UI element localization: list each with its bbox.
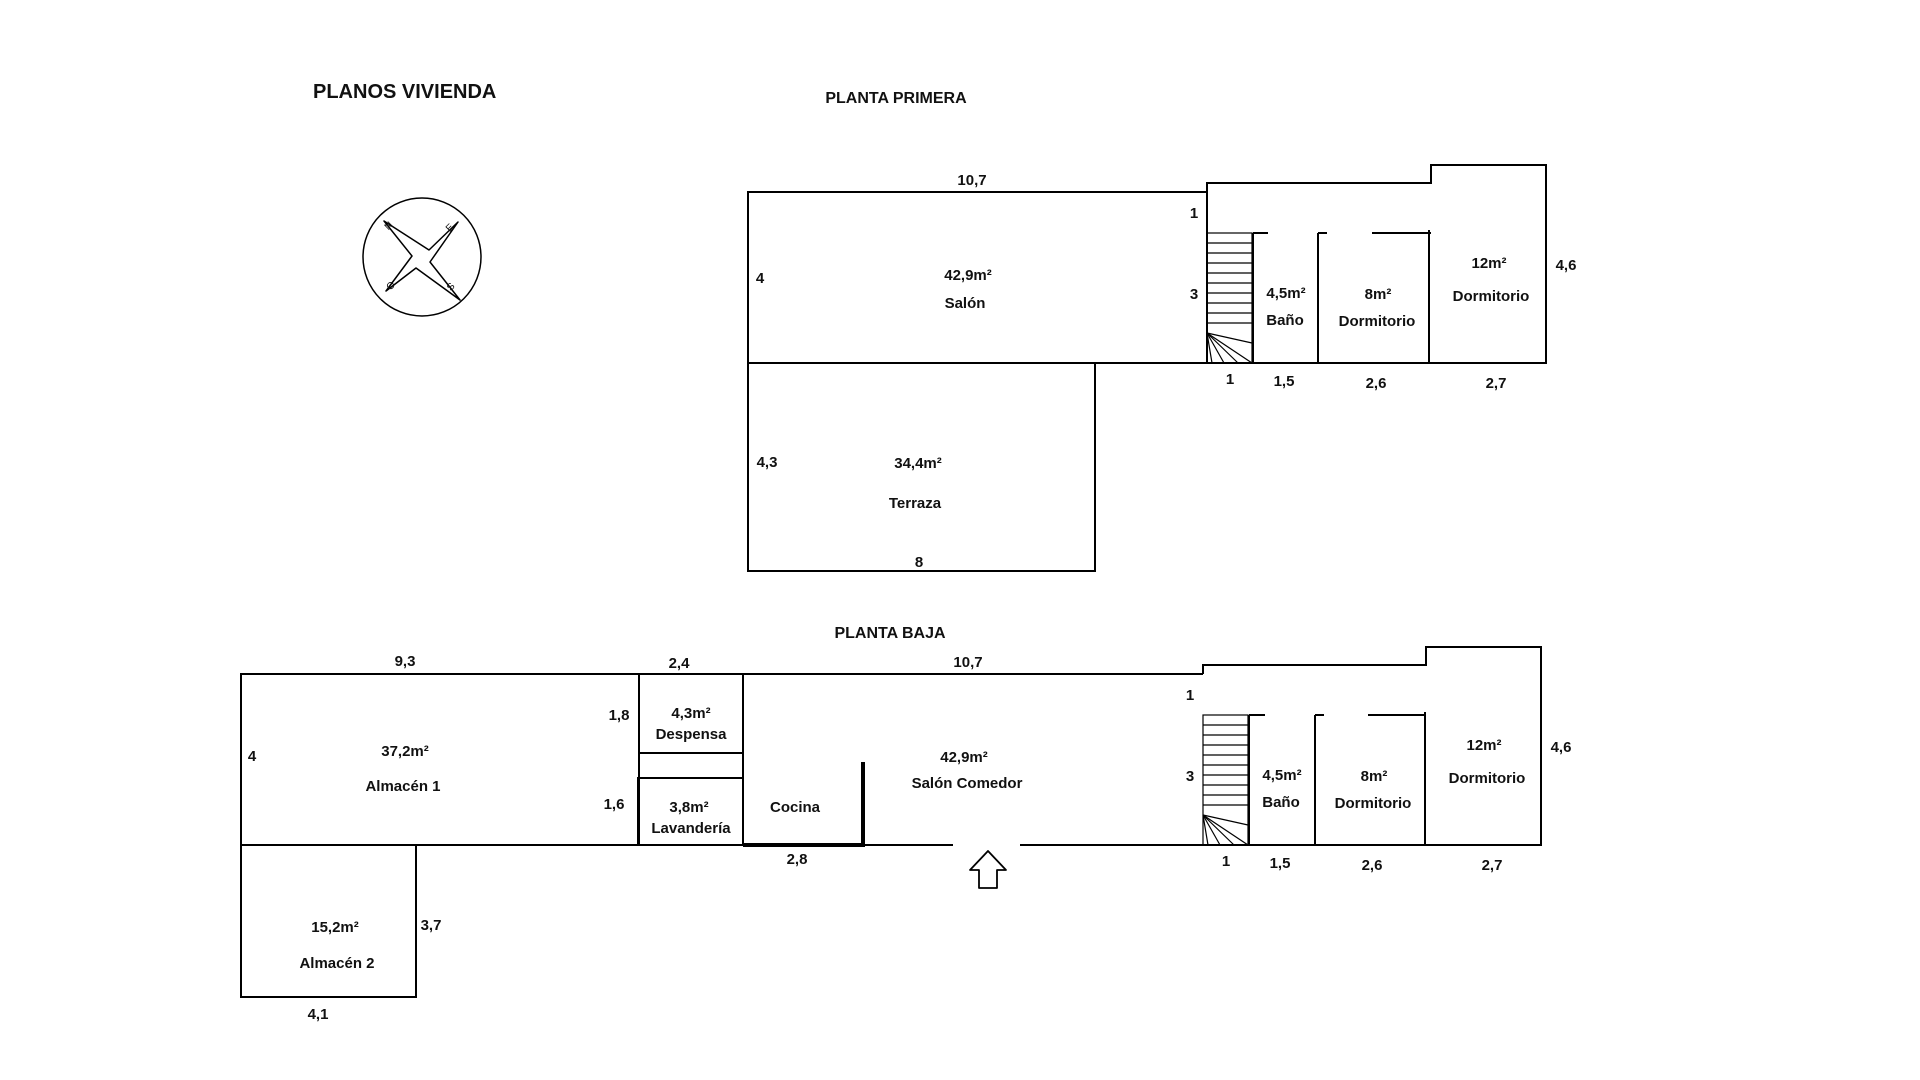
ground-dim-step: 1 <box>1186 687 1194 704</box>
ground-dim-dorm-small-width: 2,6 <box>1362 857 1383 874</box>
compass-north-label: N <box>383 220 396 233</box>
almacen2-area: 15,2m² <box>311 919 359 936</box>
compass-rose-icon: N E S O <box>362 197 482 317</box>
first-dim-dorm-large-height: 4,6 <box>1556 257 1577 274</box>
ground-dorm-large-area: 12m² <box>1466 737 1501 754</box>
ground-dim-bano-width: 1,5 <box>1270 855 1291 872</box>
salon-name: Salón <box>945 295 986 312</box>
lavanderia-area: 3,8m² <box>669 799 708 816</box>
first-dim-step: 1 <box>1190 205 1198 222</box>
first-dorm-large-area: 12m² <box>1471 255 1506 272</box>
ground-floor-stairs <box>1202 714 1249 846</box>
almacen2-name: Almacén 2 <box>299 955 374 972</box>
ground-dim-almacen1-height: 4 <box>248 748 257 765</box>
first-floor-plan: PLANTA PRIMERA <box>747 90 1577 572</box>
ground-dorm-large-name: Dormitorio <box>1449 770 1526 787</box>
compass-east-label: E <box>444 222 457 235</box>
first-bano-area: 4,5m² <box>1266 285 1305 302</box>
first-dorm-large-name: Dormitorio <box>1453 288 1530 305</box>
salon-comedor-area: 42,9m² <box>940 749 988 766</box>
almacen1-area: 37,2m² <box>381 743 429 760</box>
ground-dorm-small-name: Dormitorio <box>1335 795 1412 812</box>
terraza-area: 34,4m² <box>894 455 942 472</box>
first-floor-title: PLANTA PRIMERA <box>825 90 967 107</box>
ground-floor-title: PLANTA BAJA <box>834 625 946 642</box>
cocina-name: Cocina <box>770 799 821 816</box>
entrance-arrow-icon <box>969 850 1007 889</box>
ground-dim-lavanderia-height: 1,6 <box>604 796 625 813</box>
terraza-name: Terraza <box>889 495 942 512</box>
first-floor-stairs <box>1206 232 1253 364</box>
salon-comedor-name: Salón Comedor <box>912 775 1023 792</box>
ground-dim-almacen1-width: 9,3 <box>395 653 416 670</box>
ground-dim-almacen2-width: 4,1 <box>308 1006 329 1023</box>
plan-title: PLANOS VIVIENDA <box>313 81 496 103</box>
first-dim-salon-height: 4 <box>756 270 765 287</box>
first-dim-bano-width: 1,5 <box>1274 373 1295 390</box>
ground-dim-stair-width: 1 <box>1222 853 1230 870</box>
despensa-name: Despensa <box>656 726 728 743</box>
first-dim-stair-length: 3 <box>1190 286 1198 303</box>
first-dim-terraza-height: 4,3 <box>757 454 778 471</box>
first-dim-terraza-width: 8 <box>915 554 923 571</box>
ground-dim-dorm-large-height: 4,6 <box>1551 739 1572 756</box>
first-floor-walls <box>747 164 1547 572</box>
first-bano-name: Baño <box>1266 312 1304 329</box>
ground-floor-walls <box>240 646 1542 998</box>
ground-dim-cocina-width: 2,8 <box>787 851 808 868</box>
ground-dorm-small-area: 8m² <box>1361 768 1388 785</box>
ground-dim-almacen2-height: 3,7 <box>421 917 442 934</box>
despensa-area: 4,3m² <box>671 705 710 722</box>
almacen1-name: Almacén 1 <box>365 778 440 795</box>
ground-bano-name: Baño <box>1262 794 1300 811</box>
ground-dim-despensa-height: 1,8 <box>609 707 630 724</box>
ground-dim-dorm-large-width: 2,7 <box>1482 857 1503 874</box>
salon-area: 42,9m² <box>944 267 992 284</box>
ground-dim-stair-length: 3 <box>1186 768 1194 785</box>
ground-dim-top-width: 10,7 <box>953 654 982 671</box>
ground-dim-despensa-width: 2,4 <box>669 655 691 672</box>
compass-south-label: S <box>445 281 458 294</box>
first-dim-dorm-small-width: 2,6 <box>1366 375 1387 392</box>
lavanderia-name: Lavandería <box>651 820 731 837</box>
first-dim-top-width: 10,7 <box>957 172 986 189</box>
ground-bano-area: 4,5m² <box>1262 767 1301 784</box>
ground-floor-plan: PLANTA BAJA <box>240 625 1572 1023</box>
first-dorm-small-name: Dormitorio <box>1339 313 1416 330</box>
first-dim-stair-width: 1 <box>1226 371 1234 388</box>
first-dorm-small-area: 8m² <box>1365 286 1392 303</box>
first-dim-dorm-large-width: 2,7 <box>1486 375 1507 392</box>
